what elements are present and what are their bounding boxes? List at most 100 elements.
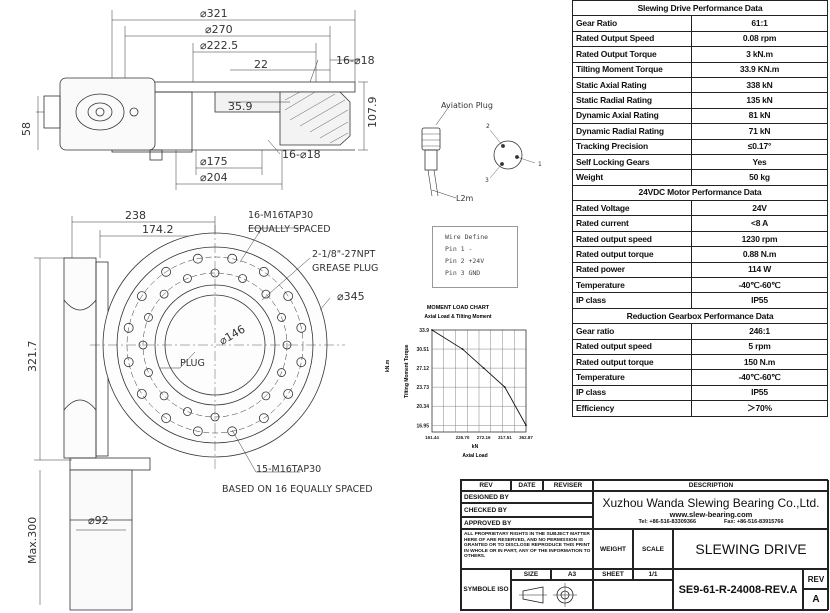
bolt-hole bbox=[123, 322, 134, 333]
drawing-title: SLEWING DRIVE bbox=[673, 529, 829, 569]
inner-bolt-holes bbox=[138, 268, 292, 422]
title-block: REV DATE REVISER DESCRIPTION DESIGNED BY… bbox=[460, 479, 829, 611]
spec-label: Rated Output Speed bbox=[572, 30, 692, 48]
spec-label: Rated Voltage bbox=[572, 200, 692, 217]
iso-projection-icon bbox=[519, 583, 577, 607]
spec-label: Dynamic Radial Rating bbox=[572, 123, 692, 140]
spec-label: Rated Output Torque bbox=[572, 46, 692, 63]
bolt-hole bbox=[258, 266, 269, 277]
date-header: DATE bbox=[511, 480, 543, 491]
note-equally-spaced: EQUALLY SPACED bbox=[248, 224, 331, 235]
note-npt: 2-1/8"-27NPT bbox=[312, 249, 375, 260]
spec-label: Rated current bbox=[572, 215, 692, 232]
y-tick-label: 23.73 bbox=[416, 385, 429, 391]
spec-label: Rated output torque bbox=[572, 246, 692, 263]
spec-value: ≤0.17° bbox=[691, 138, 828, 155]
dim-outer-diameter: ⌀321 bbox=[200, 7, 228, 20]
spec-value: 1230 rpm bbox=[691, 230, 828, 248]
cable-length: L2m bbox=[456, 194, 474, 203]
section-title: 24VDC Motor Performance Data bbox=[572, 184, 828, 202]
chart-ylabel: Tilting Moment Torque bbox=[404, 344, 410, 398]
spec-label: Tilting Moment Torque bbox=[572, 61, 692, 78]
spec-value: <8 A bbox=[691, 215, 828, 232]
tap-hole bbox=[183, 407, 192, 416]
company-name: Xuzhou Wanda Slewing Bearing Co.,Ltd. bbox=[602, 495, 820, 510]
bolt-hole bbox=[227, 426, 238, 437]
tap-hole bbox=[138, 340, 148, 350]
wire-define-title: Wire Define bbox=[445, 233, 489, 241]
bolt-hole bbox=[136, 291, 147, 302]
spec-value: 33.9 KN.m bbox=[691, 61, 828, 78]
spec-value: 150 N.m bbox=[691, 353, 828, 371]
tap-hole bbox=[210, 268, 220, 278]
bolt-hole bbox=[227, 253, 238, 264]
company-block: Xuzhou Wanda Slewing Bearing Co.,Ltd. ww… bbox=[593, 491, 829, 529]
spec-label: Temperature bbox=[572, 369, 692, 386]
scale-header: SCALE bbox=[633, 529, 673, 569]
spec-value: 24V bbox=[691, 200, 828, 217]
x-tick-label: 272.16 bbox=[477, 435, 491, 440]
tap-hole bbox=[159, 391, 169, 401]
symbol-iso-header: SYMBOLE ISO bbox=[461, 569, 511, 610]
spec-label: Rated output torque bbox=[572, 353, 692, 371]
table-row: Temperature-40℃-60℃ bbox=[572, 369, 828, 386]
tap-hole bbox=[183, 274, 192, 283]
spec-label: Self Locking Gears bbox=[572, 153, 692, 171]
spec-label: Dynamic Axial Rating bbox=[572, 107, 692, 125]
bolt-hole bbox=[161, 266, 172, 277]
section-title: Slewing Drive Performance Data bbox=[572, 0, 828, 17]
spec-label: Efficiency bbox=[572, 400, 692, 417]
aviation-plug-detail bbox=[421, 107, 536, 199]
dim-92: ⌀92 bbox=[88, 514, 109, 527]
spec-label: Temperature bbox=[572, 277, 692, 294]
dim-238: 238 bbox=[125, 209, 146, 222]
tap-hole bbox=[210, 412, 220, 422]
company-tel: Tel: +86-516-83309366 bbox=[638, 518, 697, 525]
sheet-header: SHEET bbox=[593, 569, 633, 580]
bolt-hole bbox=[296, 357, 307, 368]
spec-label: IP class bbox=[572, 292, 692, 309]
tap-hole bbox=[261, 391, 271, 401]
spec-label: Rated output speed bbox=[572, 338, 692, 355]
x-tick-label: 362.87 bbox=[519, 435, 533, 440]
section-title: Reduction Gearbox Performance Data bbox=[572, 307, 828, 325]
rev-header: REV bbox=[461, 480, 511, 491]
y-tick-label: 27.12 bbox=[416, 366, 429, 372]
spec-value: -40℃-60℃ bbox=[691, 277, 828, 294]
spec-label: Static Radial Rating bbox=[572, 92, 692, 109]
spec-value: 338 kN bbox=[691, 76, 828, 94]
bolt-hole bbox=[123, 357, 134, 368]
rev-label: REV bbox=[803, 569, 829, 589]
spec-value: 246:1 bbox=[691, 323, 828, 340]
x-tick-label: 226.70 bbox=[456, 435, 470, 440]
bolt-hole bbox=[136, 388, 147, 399]
wire-pin-3: Pin 3 GND bbox=[445, 269, 481, 277]
tap-hole bbox=[144, 368, 153, 377]
tap-hole bbox=[277, 313, 286, 322]
spec-value: Yes bbox=[691, 153, 828, 171]
tap-hole bbox=[238, 274, 247, 283]
spec-value: 50 kg bbox=[691, 169, 828, 186]
spec-value: 71 kN bbox=[691, 123, 828, 140]
spec-label: Weight bbox=[572, 169, 692, 186]
spec-value: IP55 bbox=[691, 292, 828, 309]
tap-hole bbox=[144, 313, 153, 322]
chart-xlabel: Axial Load bbox=[462, 453, 487, 459]
chart-xunit: kN bbox=[472, 444, 479, 450]
outer-bolt-holes bbox=[123, 253, 307, 437]
x-tick-label: 317.51 bbox=[498, 435, 512, 440]
data-point bbox=[461, 348, 464, 350]
spec-label: Rated power bbox=[572, 261, 692, 279]
sheet-value: 1/1 bbox=[633, 569, 673, 580]
y-tick-label: 30.51 bbox=[416, 347, 429, 353]
spec-label: Tracking Precision bbox=[572, 138, 692, 155]
dim-gear-diameter: ⌀270 bbox=[205, 23, 233, 36]
